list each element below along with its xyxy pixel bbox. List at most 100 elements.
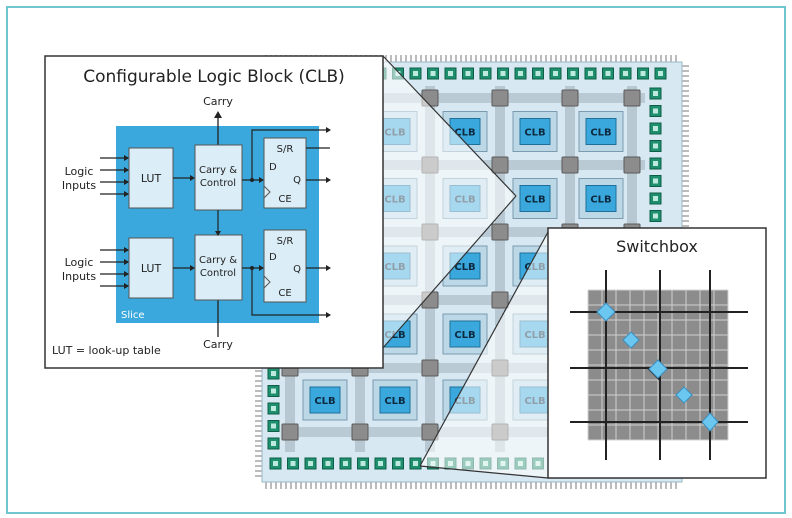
io-pad xyxy=(649,157,662,170)
io-pad xyxy=(267,385,280,397)
clb-label: CLB xyxy=(454,330,475,341)
clb-label: CLB xyxy=(314,396,335,407)
switchbox-cell xyxy=(491,291,509,309)
io-pad xyxy=(584,67,597,80)
io-pad xyxy=(339,457,352,470)
io-pad xyxy=(532,67,544,80)
io-pad xyxy=(619,67,632,80)
io-pad xyxy=(287,457,299,470)
switchbox-cell xyxy=(491,223,509,241)
io-pad xyxy=(649,175,662,187)
flip-flop-block xyxy=(263,229,307,303)
carry-control-label: Control xyxy=(200,178,236,189)
carry-control-label: Carry & xyxy=(199,255,237,266)
io-pad xyxy=(357,457,369,470)
clb-cell: CLB xyxy=(578,178,624,219)
switch-points xyxy=(596,302,719,432)
carry-bottom-label: Carry xyxy=(203,338,233,351)
io-pad xyxy=(497,67,509,80)
clb-label: CLB xyxy=(454,128,475,139)
clb-label: CLB xyxy=(524,128,545,139)
slice-lower: Logic Inputs LUT Carry & Control xyxy=(62,210,331,318)
switchbox-cell xyxy=(491,89,509,107)
clb-title: Configurable Logic Block (CLB) xyxy=(83,67,345,87)
io-pad xyxy=(462,67,474,80)
io-pad xyxy=(649,210,662,222)
io-pad xyxy=(567,67,579,80)
clb-cell: CLB xyxy=(512,178,558,219)
io-pad xyxy=(427,67,439,80)
carry-control-block xyxy=(194,234,243,301)
io-pad xyxy=(304,457,317,470)
io-pad xyxy=(479,67,492,80)
logic-inputs-label: Logic xyxy=(65,256,94,269)
io-pad xyxy=(409,67,422,80)
clb-cell: CLB xyxy=(578,111,624,152)
io-pad xyxy=(409,457,422,470)
io-pad xyxy=(374,457,387,470)
switchbox-cell xyxy=(561,156,579,174)
io-pad xyxy=(649,87,662,100)
switchbox-cell xyxy=(351,423,369,441)
lut-label: LUT xyxy=(141,262,162,275)
lut-label: LUT xyxy=(141,172,162,185)
io-pad xyxy=(269,457,282,470)
io-pad xyxy=(549,67,562,80)
slice-upper: Logic Inputs LUT Carry & Control S/R xyxy=(62,127,331,211)
carry-top-label: Carry xyxy=(203,95,233,108)
ff-sr-label: S/R xyxy=(277,236,294,247)
ff-d-label: D xyxy=(269,252,277,263)
io-pad xyxy=(602,67,614,80)
io-pad xyxy=(649,192,662,205)
slice-label: Slice xyxy=(121,310,145,321)
io-pad xyxy=(392,457,404,470)
clb-label: CLB xyxy=(524,195,545,206)
clb-label: CLB xyxy=(384,330,405,341)
clb-label: CLB xyxy=(590,128,611,139)
switchbox-cell xyxy=(421,359,439,377)
lut-block xyxy=(128,147,174,209)
io-pad xyxy=(444,67,457,80)
logic-inputs-label: Logic xyxy=(65,165,94,178)
io-pad xyxy=(514,67,527,80)
outer-frame xyxy=(6,6,786,514)
ff-d-label: D xyxy=(269,162,277,173)
io-pad xyxy=(267,367,280,380)
clb-cell: CLB xyxy=(372,379,418,421)
io-pad xyxy=(267,437,280,450)
logic-inputs-label: Inputs xyxy=(62,270,96,283)
ff-q-label: Q xyxy=(293,264,301,275)
carry-control-block xyxy=(194,144,243,211)
io-pad xyxy=(654,67,667,80)
switchbox-cell xyxy=(623,156,641,174)
switchbox-cell xyxy=(281,423,299,441)
lut-legend: LUT = look-up table xyxy=(52,344,161,357)
flip-flop-block xyxy=(263,137,307,209)
io-pad xyxy=(267,420,280,432)
clb-cell: CLB xyxy=(302,379,348,421)
ff-ce-label: CE xyxy=(278,288,291,299)
switchbox-cell xyxy=(491,156,509,174)
zoom-projection-switchbox xyxy=(420,232,548,478)
io-pad xyxy=(637,67,649,80)
logic-inputs-label: Inputs xyxy=(62,179,96,192)
clb-panel: Configurable Logic Block (CLB) Slice Car… xyxy=(44,55,384,369)
io-pad xyxy=(322,457,334,470)
clb-label: CLB xyxy=(384,396,405,407)
carry-control-label: Control xyxy=(200,268,236,279)
ff-sr-label: S/R xyxy=(277,144,294,155)
switchbox-cell xyxy=(561,89,579,107)
clb-cell: CLB xyxy=(442,313,488,355)
switchbox-cell xyxy=(623,89,641,107)
ff-ce-label: CE xyxy=(278,194,291,205)
clb-cell: CLB xyxy=(512,111,558,152)
ff-q-label: Q xyxy=(293,175,301,186)
io-pad xyxy=(649,122,662,135)
carry-control-label: Carry & xyxy=(199,165,237,176)
clb-label: CLB xyxy=(590,195,611,206)
io-pad xyxy=(649,105,662,117)
io-pad xyxy=(267,402,280,415)
switchbox-title: Switchbox xyxy=(616,237,698,256)
switchbox-panel: Switchbox xyxy=(547,227,767,479)
